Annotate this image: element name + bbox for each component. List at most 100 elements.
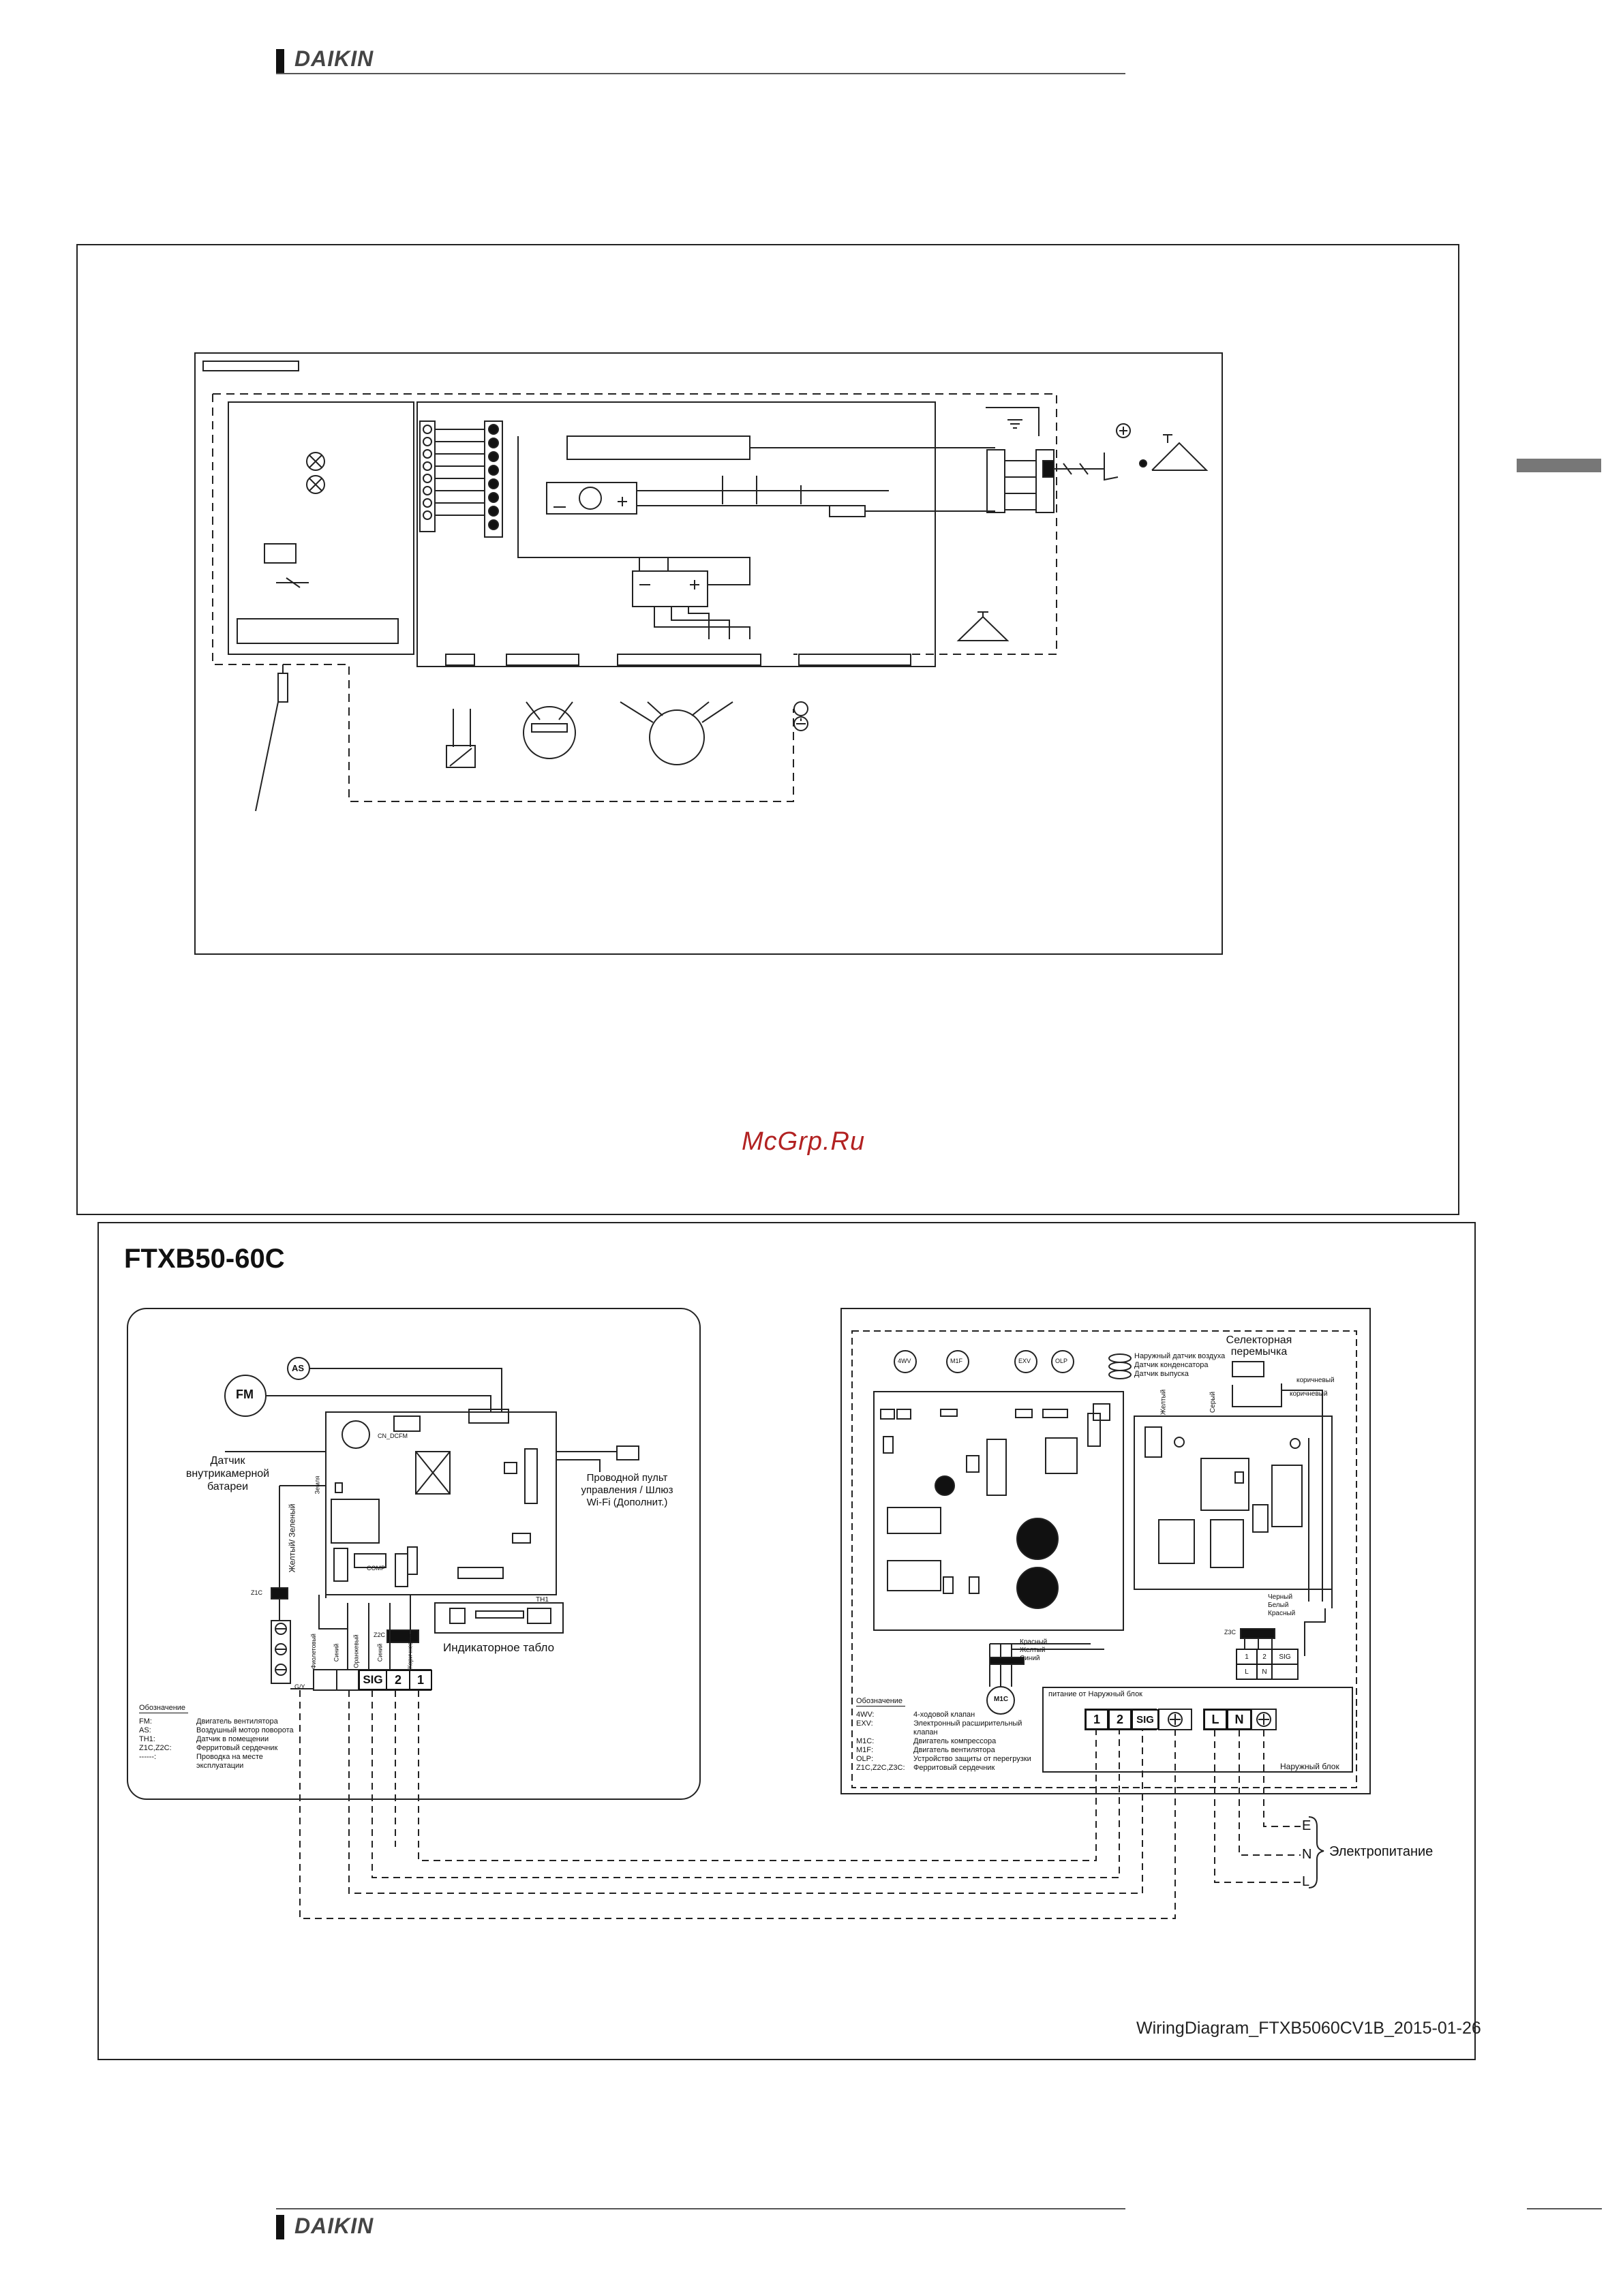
legend-value: Двигатель вентилятора [196, 1717, 278, 1726]
upper-diagram-frame [76, 244, 1459, 1215]
legend-key: ------: [139, 1753, 157, 1761]
outdoor-terminal-n: N [1227, 1709, 1252, 1730]
component-exv: EXV [1018, 1358, 1031, 1364]
side-section-tab [1517, 459, 1601, 472]
legend-key: Z1C,Z2C,Z3C: [856, 1764, 905, 1772]
footer-rule [276, 2208, 1125, 2209]
yellow-wire: Желтый [1159, 1389, 1168, 1415]
comp-label: COMP [367, 1565, 385, 1572]
cn-dcfm-label: CN_DCFM [378, 1433, 408, 1439]
small-terminal-sig: SIG [1272, 1649, 1298, 1664]
legend-key: FM: [139, 1717, 152, 1726]
comp-wire-yellow: Желтый [1020, 1647, 1046, 1654]
legend-key: M1C: [856, 1737, 875, 1745]
legend-value: Ферритовый сердечник [913, 1764, 995, 1772]
legend-value: Электронный расширительный клапан [913, 1719, 1022, 1736]
component-olp: OLP [1055, 1358, 1068, 1364]
z2c-label: Z2C [374, 1632, 386, 1638]
legend-key: OLP: [856, 1755, 874, 1763]
ground-label: Земля [314, 1475, 321, 1495]
outdoor-legend-title: Обозначение [856, 1697, 905, 1706]
indoor-legend-title: Обозначение [139, 1704, 188, 1713]
sensor-outdoor-air: Наружный датчик воздуха [1134, 1352, 1226, 1360]
legend-key: M1F: [856, 1746, 874, 1754]
small-terminal-n: N [1257, 1664, 1272, 1679]
legend-row: ------: Проводка на месте эксплуатации [139, 1753, 303, 1771]
coil-sensor-label: Датчик внутрикамерной батареи [185, 1455, 270, 1493]
header-logo: DAIKIN [294, 46, 374, 71]
wire-color-1: Фиолетовый [309, 1634, 317, 1669]
sensor-condenser: Датчик конденсатора [1134, 1361, 1209, 1369]
supply-note: питание от Наружный блок [1048, 1690, 1142, 1698]
z3c-label: Z3C [1224, 1629, 1237, 1636]
outdoor-terminal-1: 1 [1085, 1709, 1108, 1730]
outdoor-unit-label: Наружный блок [1280, 1762, 1339, 1771]
component-4wv: 4WV [898, 1358, 911, 1364]
wire-color-3: Оранжевый [352, 1634, 360, 1668]
legend-row: EXV: Электронный расширительный клапан [856, 1719, 1040, 1737]
black-wire: Черный [1268, 1593, 1293, 1601]
indoor-terminal-2: 2 [386, 1670, 410, 1690]
wired-remote-label: Проводной пульт управления / Шлюз Wi-Fi … [581, 1472, 673, 1508]
legend-key: TH1: [139, 1735, 155, 1743]
brown-wire-1: коричневый [1296, 1377, 1335, 1384]
z1c-label: Z1C [251, 1589, 263, 1596]
outdoor-legend: Обозначение 4WV: 4-ходовой клапан EXV: Эле… [856, 1697, 1040, 1773]
legend-row: M1C: Двигатель компрессора [856, 1737, 1040, 1746]
legend-row: OLP: Устройство защиты от перегрузки [856, 1755, 1040, 1764]
legend-value: Воздушный мотор поворота [196, 1726, 294, 1734]
diagram-file-name: WiringDiagram_FTXB5060CV1B_2015-01-26 [1136, 2019, 1481, 2038]
white-wire: Белый [1268, 1602, 1289, 1609]
legend-value: 4-ходовой клапан [913, 1711, 975, 1719]
outdoor-terminal-sig: SIG [1132, 1709, 1159, 1730]
indoor-legend: Обозначение FM: Двигатель вентилятора AS:… [139, 1704, 303, 1771]
legend-key: 4WV: [856, 1711, 875, 1719]
legend-value: Двигатель компрессора [913, 1737, 997, 1745]
header-logo-mark [276, 49, 284, 74]
as-label: AS [292, 1363, 305, 1373]
legend-row: Z1C,Z2C:Ферритовый сердечник [139, 1744, 303, 1753]
display-board-label: Индикаторное табло [443, 1641, 555, 1654]
yg-wire-label: Желтый/ Зеленый [287, 1503, 297, 1573]
m1c-label: M1C [994, 1696, 1009, 1703]
outdoor-terminal-2: 2 [1108, 1709, 1132, 1730]
legend-value: Устройство защиты от перегрузки [913, 1755, 1031, 1763]
legend-key: AS: [139, 1726, 151, 1734]
legend-row: AS: Воздушный мотор поворота [139, 1726, 303, 1735]
indoor-terminal-sig: SIG [359, 1670, 387, 1690]
supply-e: E [1302, 1818, 1311, 1833]
component-m1f: M1F [950, 1358, 962, 1364]
legend-key: EXV: [856, 1719, 873, 1728]
legend-value: Проводка на месте эксплуатации [196, 1753, 263, 1770]
footer-logo: DAIKIN [294, 2214, 374, 2238]
small-terminal-1: 1 [1237, 1649, 1257, 1664]
legend-value: Двигатель вентилятора [913, 1746, 995, 1754]
sensor-discharge: Датчик выпуска [1134, 1370, 1189, 1378]
grey-wire: Серый [1209, 1391, 1217, 1413]
wire-color-5: Коричневый [406, 1634, 414, 1669]
comp-wire-red: Красный [1020, 1638, 1048, 1646]
red-wire: Красный [1268, 1610, 1296, 1617]
brown-wire-2: коричневый [1290, 1390, 1328, 1398]
supply-l: L [1302, 1874, 1310, 1889]
indoor-terminal-1: 1 [409, 1670, 432, 1690]
legend-row: TH1: Датчик в помещении [139, 1735, 303, 1744]
footer-logo-mark [276, 2215, 284, 2239]
small-terminal-2: 2 [1257, 1649, 1272, 1664]
legend-row: FM: Двигатель вентилятора [139, 1717, 303, 1726]
gy-label: G/Y [294, 1683, 305, 1690]
header-rule [276, 73, 1125, 74]
model-title: FTXB50-60C [124, 1244, 285, 1274]
outdoor-terminal-l: L [1204, 1709, 1227, 1730]
legend-row: M1F: Двигатель вентилятора [856, 1746, 1040, 1755]
footer-side-rule [1527, 2208, 1602, 2209]
legend-value: Датчик в помещении [196, 1735, 269, 1743]
small-terminal-l: L [1237, 1664, 1257, 1679]
wire-color-2: Синий [333, 1643, 340, 1662]
watermark: McGrp.Ru [742, 1127, 866, 1156]
legend-key: Z1C,Z2C: [139, 1744, 172, 1752]
th1-label: TH1 [536, 1596, 549, 1604]
legend-row: 4WV: 4-ходовой клапан [856, 1711, 1040, 1719]
comp-wire-blue: Синий [1020, 1655, 1040, 1662]
